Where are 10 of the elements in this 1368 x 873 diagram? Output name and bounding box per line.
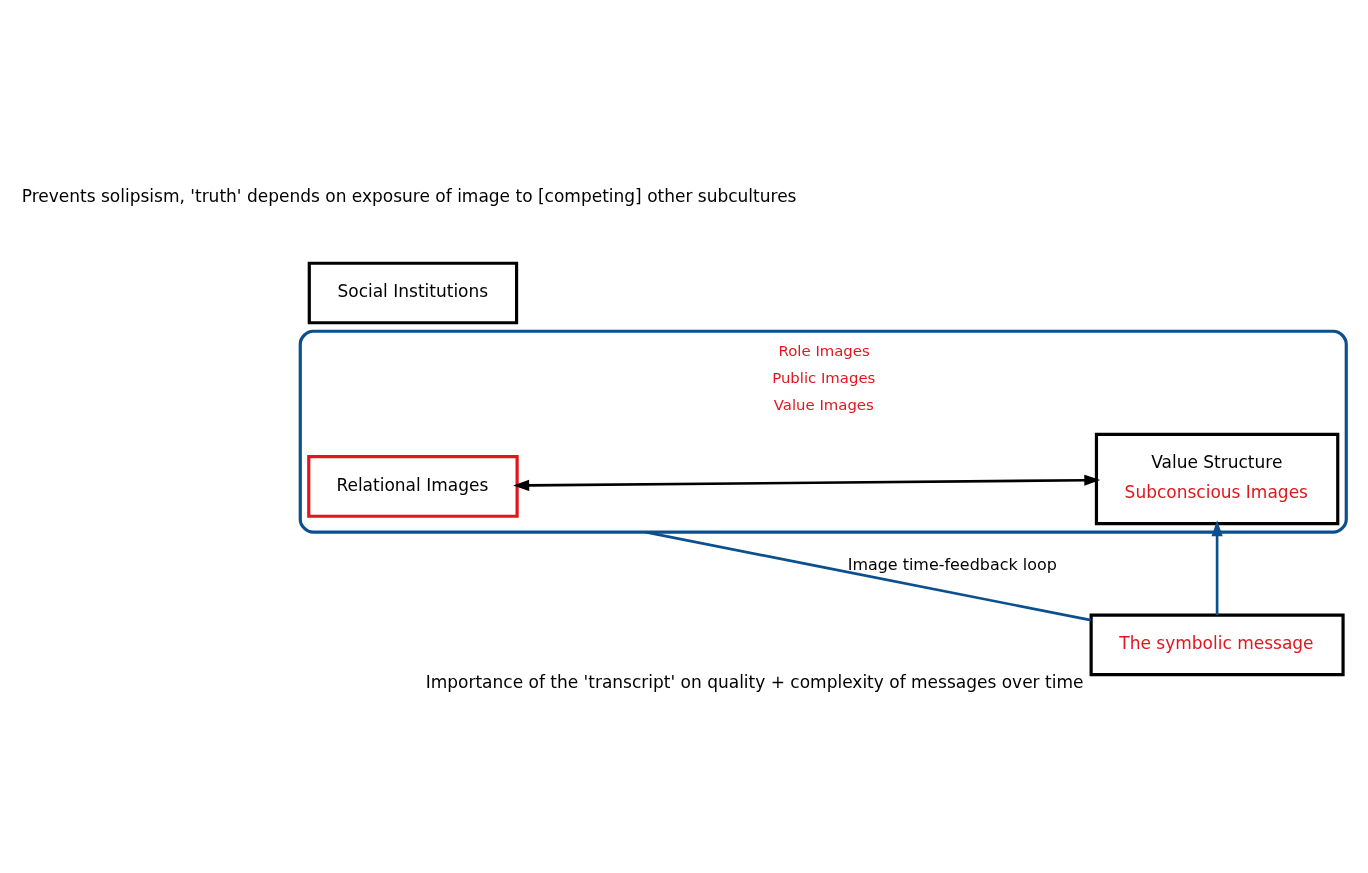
label: Prevents solipsism, 'truth' depends on exposure of image to [competing] other subcultures <box>21 186 797 207</box>
node-box: The symbolic message <box>1089 613 1345 677</box>
connector <box>645 530 1092 622</box>
node-box: Social Institutions <box>307 261 519 325</box>
node-box: Relational Images <box>307 455 519 518</box>
arrow <box>513 474 1101 491</box>
node-label: Importance of the 'transcript' on quality + complexity of messages over time <box>425 672 1084 693</box>
edge-label: Image time-feedback loop <box>847 555 1057 575</box>
arrow <box>1211 520 1223 616</box>
node-box: Value Structure Subconscious Images <box>1094 432 1340 526</box>
